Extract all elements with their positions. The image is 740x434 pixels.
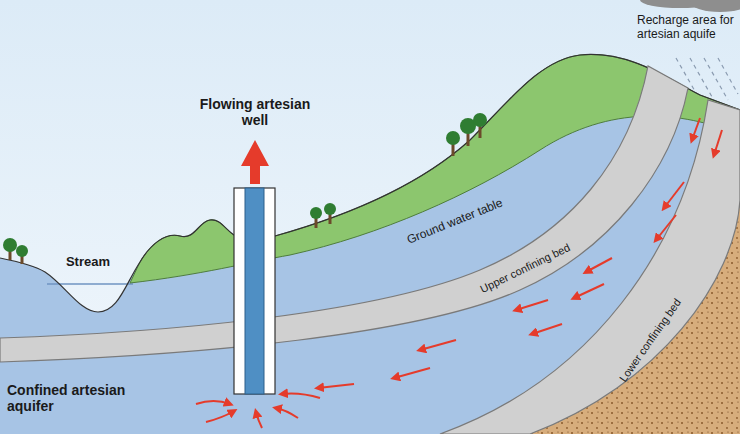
recharge-label: Recharge area for artesian aquife [637,14,737,42]
upper-confining-bed [0,66,688,362]
aquifer-label: Confined artesian aquifer [7,382,157,414]
flow-arrow [241,140,269,184]
stream-label: Stream [66,255,110,270]
flow-arrows [196,118,722,428]
groundwater [0,54,740,434]
well-casing [234,188,275,394]
lower-confining-bed [440,100,740,434]
rain-cloud [640,0,740,12]
well-pipe [245,188,264,394]
well-label: Flowing artesian well [195,96,315,128]
